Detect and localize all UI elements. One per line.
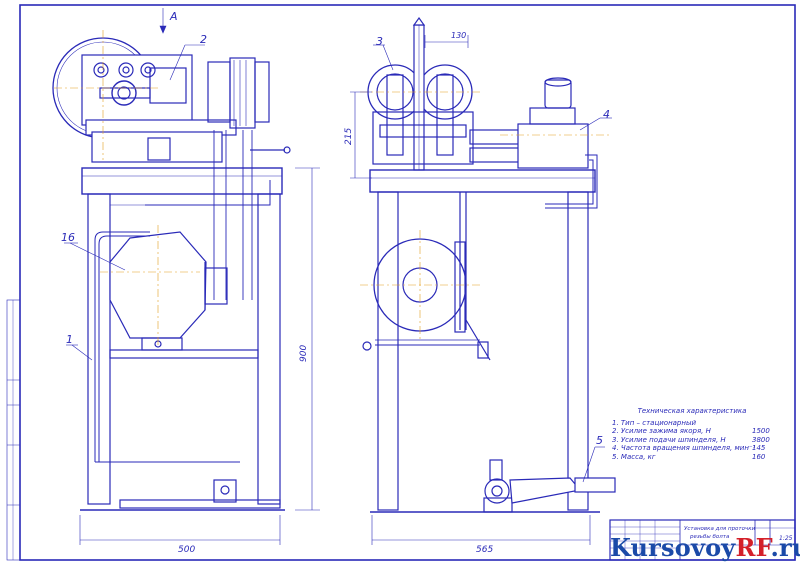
- front-view: [52, 37, 291, 511]
- side-centerlines: [360, 91, 610, 340]
- spec-value: 1500: [752, 427, 770, 436]
- view-marker: А: [169, 10, 178, 23]
- tech-spec-block: Техническая характеристика 1. Тип – стац…: [612, 407, 782, 462]
- callout-16: 16: [61, 231, 75, 244]
- tech-spec-row: 5. Масса, кг 160: [612, 453, 782, 462]
- spec-value: 160: [752, 452, 766, 461]
- watermark-part2: RF: [735, 533, 771, 562]
- title-block: [609, 519, 796, 561]
- tech-spec-row: 1. Тип – стационарный: [612, 419, 782, 428]
- watermark-part1: Kursovoy: [610, 533, 736, 562]
- spec-label: 4. Частота вращения шпинделя, мин⁻¹: [612, 444, 756, 453]
- side-view: [362, 16, 616, 513]
- dim-width-side: 565: [476, 545, 493, 555]
- watermark-part3: .ru: [770, 533, 800, 562]
- callout-3: 3: [376, 35, 383, 48]
- title-name-line1: Установка для проточки: [684, 526, 756, 532]
- spec-label: 3. Усилие подачи шпинделя, Н: [612, 435, 726, 444]
- dim-height-head: 215: [344, 128, 354, 145]
- callout-5: 5: [596, 434, 603, 447]
- spec-value: 3800: [752, 435, 770, 444]
- spec-label: 1. Тип – стационарный: [612, 418, 697, 427]
- front-centerlines: [54, 30, 200, 345]
- spec-value: 145: [752, 444, 766, 453]
- tech-spec-title: Техническая характеристика: [637, 407, 747, 415]
- dim-width-front: 500: [178, 545, 195, 555]
- title-name-line2: резьбы болта: [689, 534, 730, 540]
- callout-4: 4: [603, 108, 610, 121]
- spec-label: 2. Усилие зажима якоря, Н: [612, 427, 711, 436]
- front-dimensions: [64, 8, 320, 545]
- dim-height-main: 900: [299, 345, 309, 362]
- tech-spec-row: 2. Усилие зажима якоря, Н 1500: [612, 427, 782, 436]
- spec-label: 5. Масса, кг: [612, 452, 656, 461]
- dim-130: 130: [451, 31, 466, 40]
- site-watermark: KursovoyRF.ru: [610, 533, 800, 562]
- tech-spec-row: 3. Усилие подачи шпинделя, Н 3800: [612, 436, 782, 445]
- callout-1: 1: [66, 333, 73, 346]
- sheet-frame: [6, 4, 796, 561]
- side-dimensions: [350, 35, 612, 545]
- callout-2: 2: [200, 33, 207, 46]
- sheet-scale: 1:25: [779, 535, 793, 542]
